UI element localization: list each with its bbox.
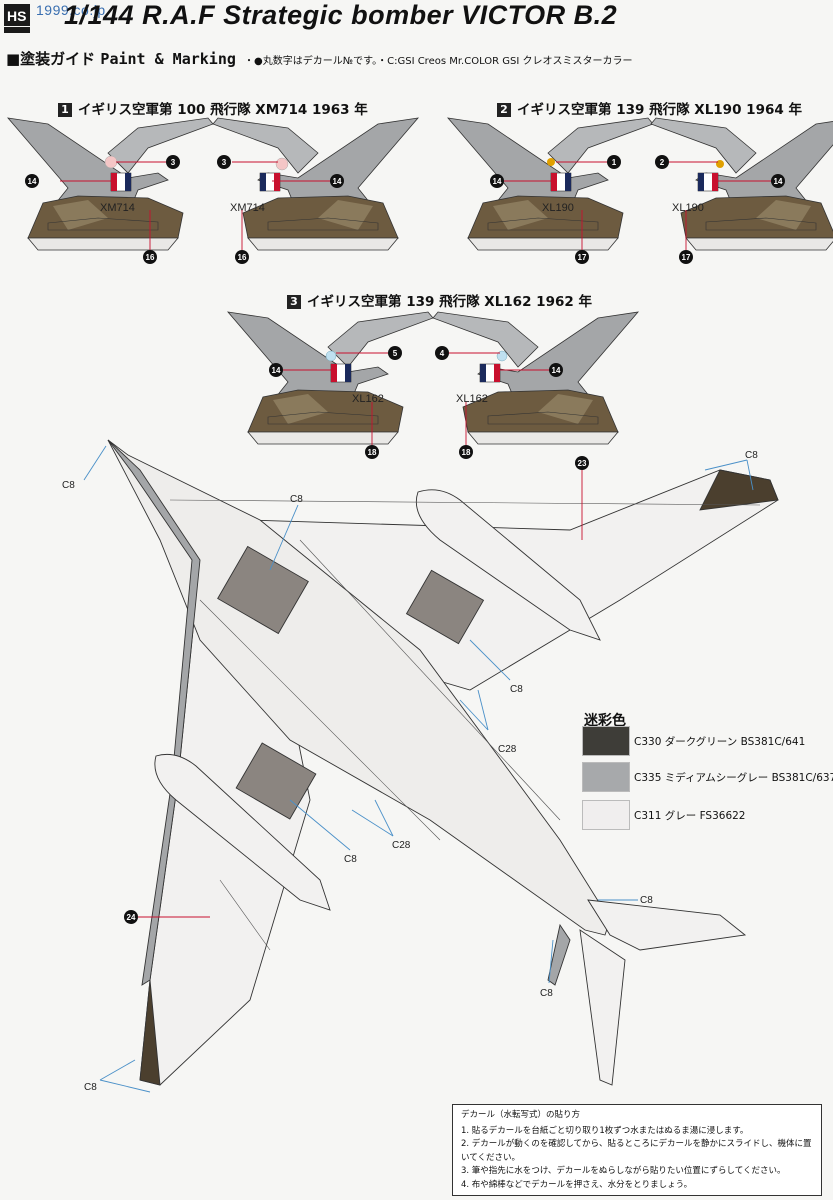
- c8-label-bay: C8: [290, 494, 303, 505]
- svg-text:5: 5: [393, 349, 398, 358]
- aircraft-underside-view: [107, 439, 779, 1086]
- svg-text:HS: HS: [7, 8, 26, 24]
- c28-label-1: C28: [498, 744, 517, 755]
- decal-instructions-title: デカール（水転写式）の貼り方: [461, 1110, 581, 1120]
- scheme-3-number: 3: [287, 295, 301, 309]
- scheme-1-tail-left: [7, 117, 214, 251]
- serial-text: XM714: [100, 202, 135, 214]
- guide-note: ・●丸数字はデカール№です。・C:GSI Creos Mr.COLOR GSI …: [244, 56, 633, 67]
- roundel-icon: [104, 155, 118, 169]
- decal-step: 2. デカールが動くのを確認してから、貼るところにデカールを静かにスライドし、機…: [461, 1139, 812, 1163]
- svg-text:17: 17: [578, 253, 587, 262]
- scheme-3-tail-left: [227, 311, 434, 445]
- swatch-sea-grey: [582, 762, 630, 792]
- decal-step: 1. 貼るデカールを台紙ごと切り取り1枚ずつ水またはぬるま湯に浸します。: [461, 1125, 749, 1136]
- scheme-1-tail-right: [213, 118, 418, 250]
- decal-step: 3. 筆や指先に水をつけ、デカールをぬらしながら貼りたい位置にずらしてください。: [461, 1166, 786, 1176]
- badge-icon: [547, 158, 555, 166]
- svg-text:2: 2: [660, 158, 665, 167]
- svg-text:16: 16: [146, 253, 155, 262]
- camouflage-legend-title: 迷彩色: [584, 713, 626, 729]
- serial-text: XL190: [542, 202, 574, 214]
- scheme-2-label: イギリス空軍第 139 飛行隊 XL190 1964 年: [517, 102, 802, 118]
- decal-instructions: デカール（水転写式）の貼り方 1. 貼るデカールを台紙ごと切り取り1枚ずつ水また…: [452, 1104, 822, 1196]
- callout-markers: 3 14 16 3 14 16 1 14 17 2 14 17 5 14 18 …: [25, 155, 785, 459]
- c28-label-2: C28: [392, 840, 411, 851]
- svg-text:14: 14: [333, 177, 342, 186]
- scheme-3-tail-right: [433, 312, 638, 444]
- scheme-3-heading: 3 イギリス空軍第 139 飛行隊 XL162 1962 年: [287, 290, 592, 310]
- svg-text:14: 14: [552, 366, 561, 375]
- plan-decal-markers: 23 24: [124, 456, 589, 924]
- scheme-1-heading: 1 イギリス空軍第 100 飛行隊 XM714 1963 年: [58, 98, 368, 118]
- svg-text:14: 14: [28, 177, 37, 186]
- svg-text:14: 14: [774, 177, 783, 186]
- swatch-dark-green: [582, 726, 630, 756]
- serial-text: XL190: [672, 202, 704, 214]
- svg-text:23: 23: [578, 459, 587, 468]
- legend-item-grey: C311 グレー FS36622: [634, 810, 746, 822]
- svg-text:17: 17: [682, 253, 691, 262]
- c8-label-tail: C8: [640, 895, 653, 906]
- plan-callout-labels: C8 C8 C8 C8 C28 C8 C28 C8 C8 C8: [62, 450, 758, 1093]
- svg-text:3: 3: [171, 158, 176, 167]
- svg-text:4: 4: [440, 349, 445, 358]
- svg-text:24: 24: [127, 913, 136, 922]
- serial-text: XM714: [230, 202, 265, 214]
- plan-decal-leaders: [138, 470, 583, 918]
- scheme-2-tail-left: [447, 117, 654, 251]
- scheme-3-label: イギリス空軍第 139 飛行隊 XL162 1962 年: [307, 294, 592, 310]
- guide-heading: ■塗装ガイド Paint & Marking: [6, 48, 236, 69]
- svg-text:1: 1: [612, 158, 617, 167]
- decal-step: 4. 布や綿棒などでデカールを押さえ、水分をとりましょう。: [461, 1179, 693, 1190]
- c8-label-wingtip: C8: [745, 450, 758, 461]
- model-name: R.A.F Strategic bomber VICTOR B.2: [142, 0, 618, 30]
- legend-item-sea-grey: C335 ミディアムシーグレー BS381C/637: [634, 772, 833, 784]
- svg-text:14: 14: [272, 366, 281, 375]
- svg-text:14: 14: [493, 177, 502, 186]
- c8-label-bay2: C8: [510, 684, 523, 695]
- swatch-grey: [582, 800, 630, 830]
- guide-heading-jp: ■塗装ガイド: [6, 50, 96, 68]
- page-title: 1/144 R.A.F Strategic bomber VICTOR B.2: [6, 0, 826, 36]
- c8-label-nose: C8: [62, 480, 75, 491]
- svg-text:18: 18: [462, 448, 471, 457]
- watermark-text: 1999.co.jp: [36, 2, 106, 18]
- legend-item-dark-green: C330 ダークグリーン BS381C/641: [634, 736, 806, 748]
- guide-heading-en: Paint & Marking: [100, 50, 236, 68]
- serial-text: XL162: [352, 393, 384, 405]
- c8-label-wingtip2: C8: [84, 1082, 97, 1093]
- hasegawa-logo: HS: [4, 4, 52, 34]
- svg-text:3: 3: [222, 158, 227, 167]
- svg-text:16: 16: [238, 253, 247, 262]
- plan-callout-leaders: [83, 445, 754, 1093]
- scale-label: 1/144: [64, 0, 135, 30]
- scheme-2-heading: 2 イギリス空軍第 139 飛行隊 XL190 1964 年: [497, 98, 802, 118]
- callout-leaders: [60, 161, 772, 445]
- scheme-2-number: 2: [497, 103, 511, 117]
- svg-text:18: 18: [368, 448, 377, 457]
- scheme-2-tail-right: [651, 118, 833, 250]
- scheme-1-label: イギリス空軍第 100 飛行隊 XM714 1963 年: [78, 102, 368, 118]
- scheme-1-number: 1: [58, 103, 72, 117]
- c8-label-bay3: C8: [344, 854, 357, 865]
- serial-text: XL162: [456, 393, 488, 405]
- c8-label-fin: C8: [540, 988, 553, 999]
